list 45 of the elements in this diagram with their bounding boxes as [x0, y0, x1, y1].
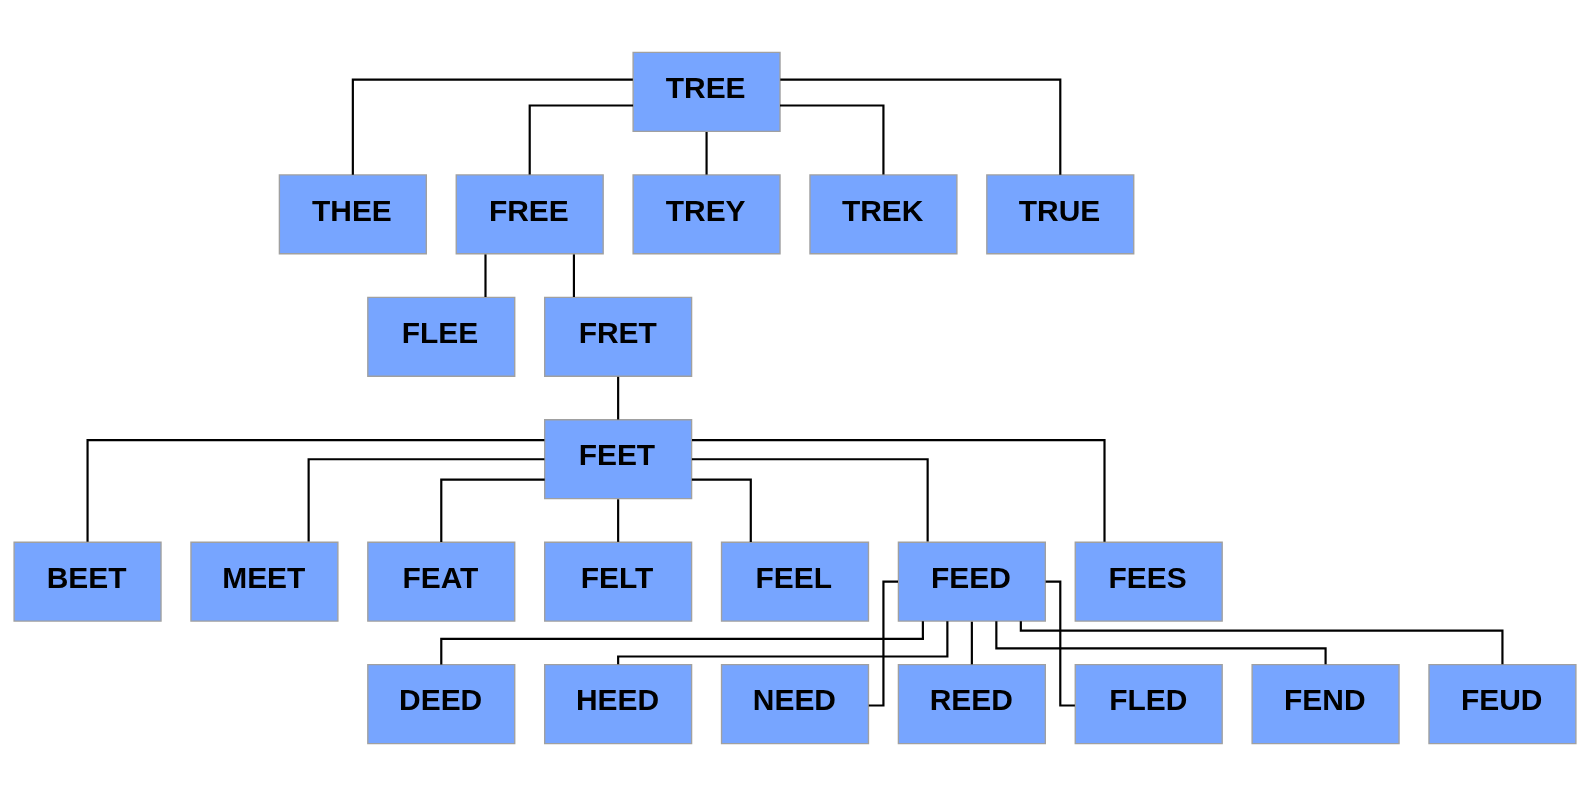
- node-box: NEED: [720, 663, 870, 745]
- node-box: FEAT: [367, 541, 516, 622]
- connector: [705, 132, 708, 175]
- node-box: TREK: [809, 174, 958, 255]
- connector: [691, 458, 929, 542]
- connector: [440, 478, 545, 542]
- connector: [970, 621, 973, 665]
- connector: [780, 78, 1062, 175]
- node-box: FEET: [544, 419, 693, 500]
- connector: [617, 621, 949, 665]
- node-box: FLEE: [367, 296, 516, 377]
- connector: [528, 104, 634, 175]
- connector: [617, 499, 620, 542]
- node-box: FRET: [544, 296, 693, 377]
- connector: [780, 104, 885, 175]
- node-box: FLED: [1074, 663, 1223, 745]
- node-box: FEED: [897, 541, 1046, 622]
- connector: [86, 439, 545, 542]
- connector: [617, 376, 620, 420]
- node-box: FEUD: [1428, 663, 1577, 745]
- node-box: FEND: [1251, 663, 1400, 745]
- connector: [691, 478, 752, 542]
- node-box: DEED: [367, 663, 516, 745]
- connector: [351, 78, 633, 175]
- node-box: FELT: [544, 541, 693, 622]
- node-box: TREE: [632, 51, 781, 133]
- node-box: FEES: [1074, 541, 1223, 622]
- connector: [1045, 580, 1075, 707]
- connector: [307, 458, 545, 542]
- connector: [868, 580, 899, 707]
- node-box: BEET: [13, 541, 162, 622]
- connector: [484, 254, 487, 297]
- connector: [440, 621, 924, 665]
- node-box: REED: [897, 663, 1046, 745]
- connector: [995, 621, 1327, 665]
- node-box: THEE: [278, 174, 427, 255]
- connector: [692, 439, 1106, 542]
- node-box: HEED: [544, 663, 693, 745]
- node-box: MEET: [190, 541, 339, 622]
- node-box: FEEL: [720, 541, 870, 622]
- node-box: TRUE: [986, 174, 1135, 255]
- node-box: FREE: [455, 174, 604, 255]
- connector: [572, 254, 575, 297]
- connector: [1019, 621, 1504, 665]
- node-box: TREY: [632, 174, 781, 255]
